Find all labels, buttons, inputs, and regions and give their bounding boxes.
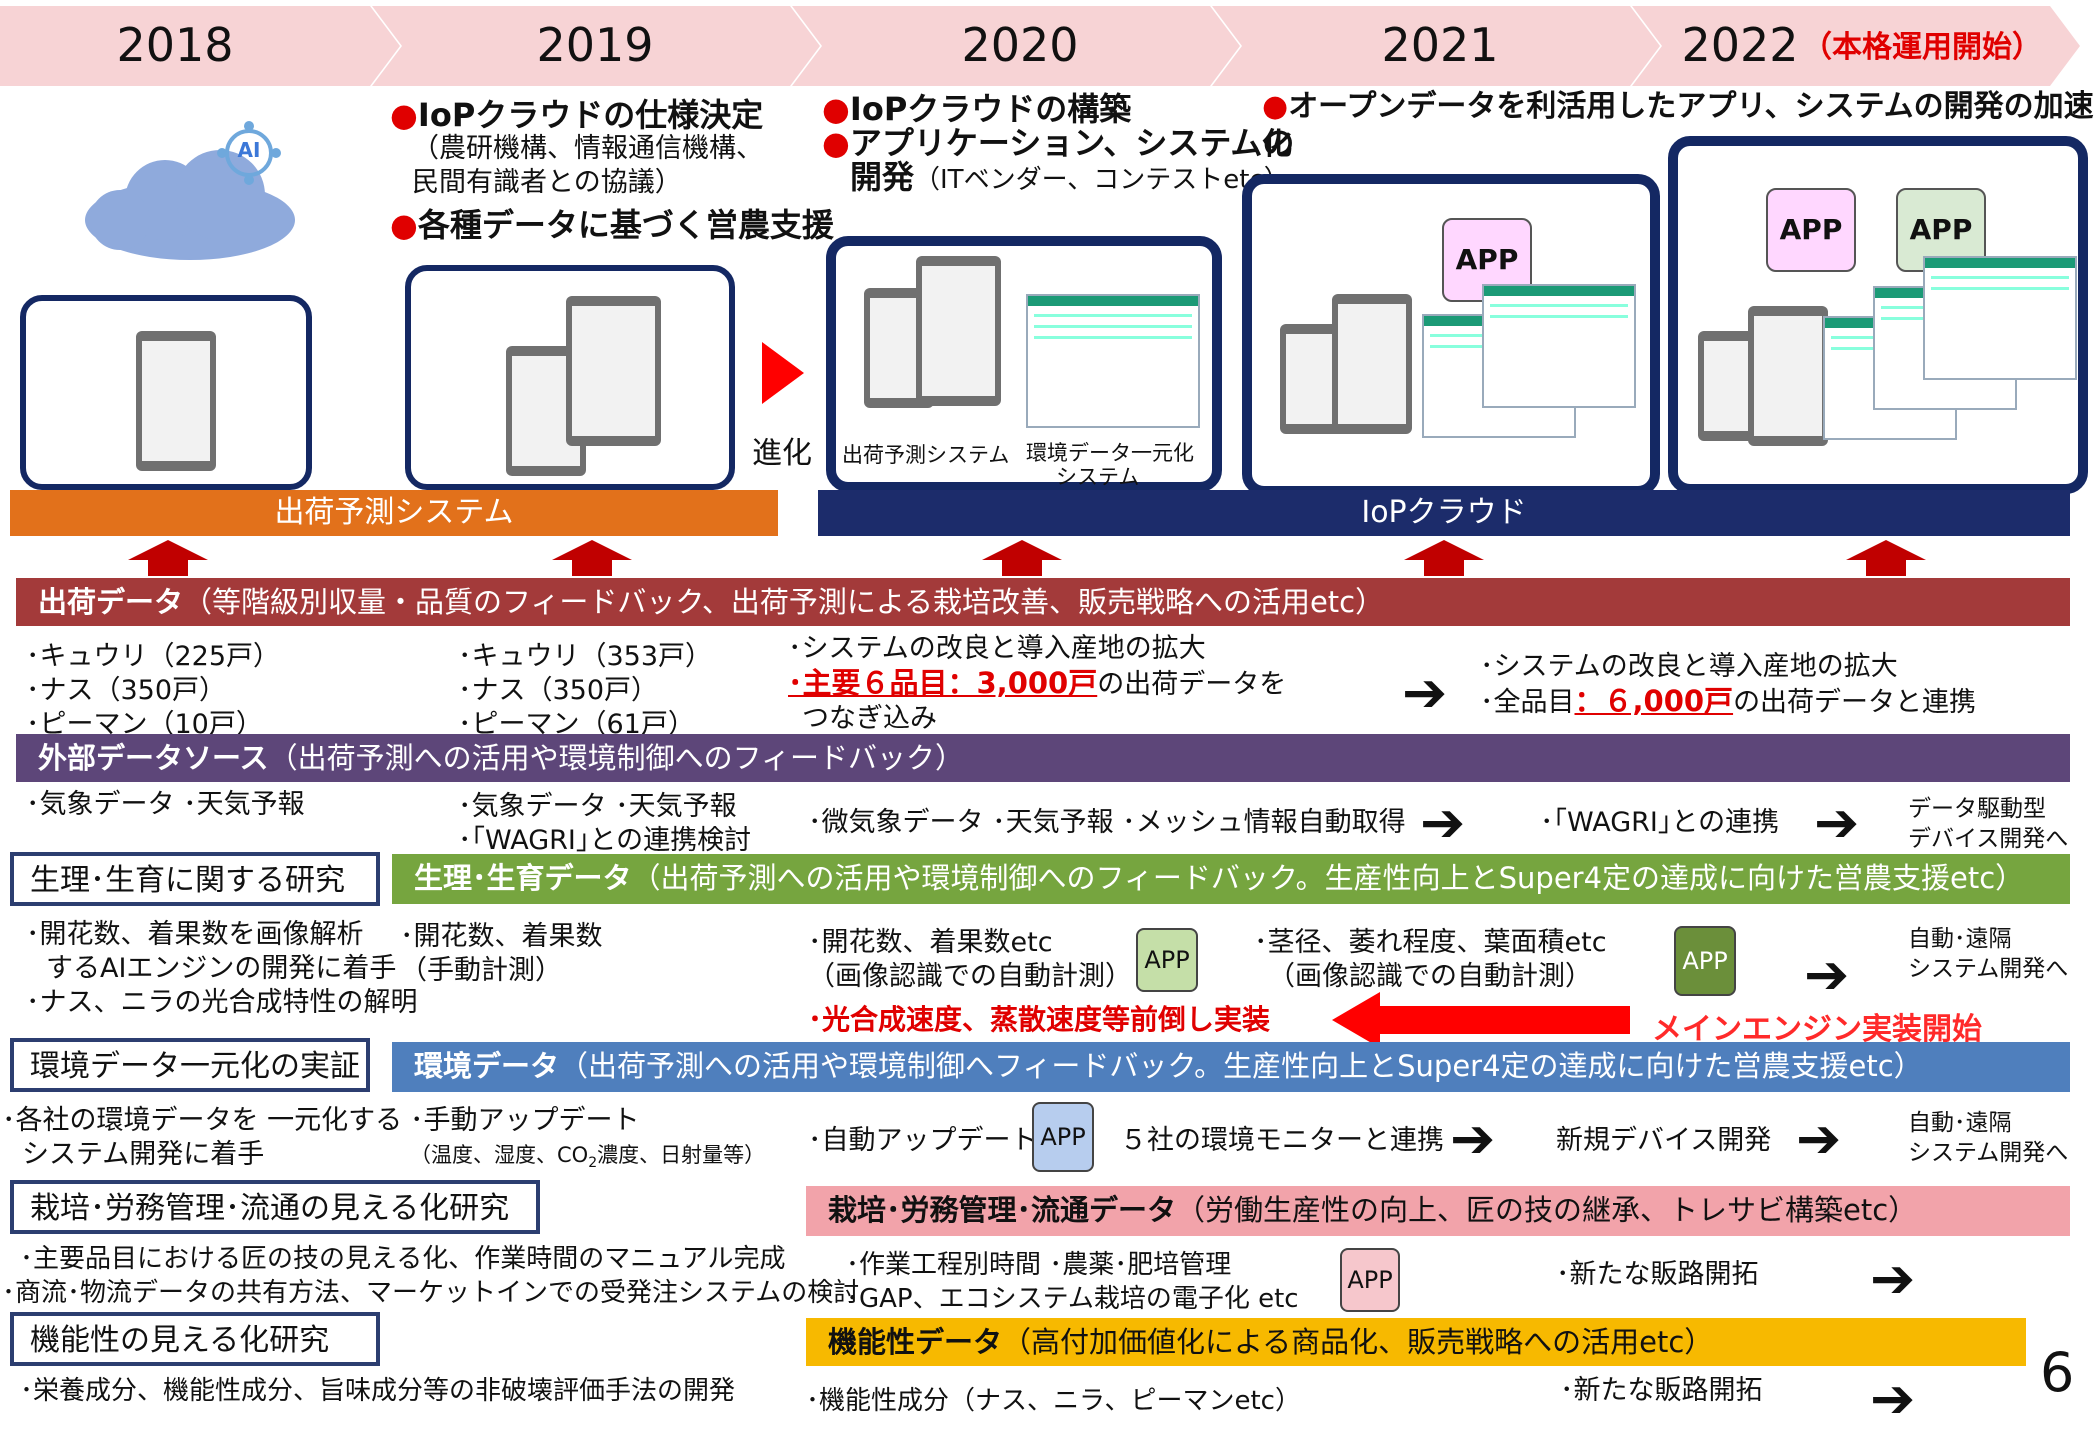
up-arrows — [128, 540, 1926, 576]
timeline-chevrons — [0, 6, 2080, 86]
evolve-label: 進化 — [752, 436, 812, 471]
environment-2020: ･自動アップデート — [808, 1125, 1038, 1156]
environment-2021: 新規デバイス開発 — [1556, 1125, 1772, 1156]
arrow-right-icon: ➔ — [1796, 1107, 1842, 1170]
milestone-2019-spec: ●IoPクラウドの仕様決定 — [390, 96, 764, 134]
section-bar-external: 外部データソース（出荷予測への活用や環境制御へのフィードバック） — [16, 734, 2070, 782]
app-icon: APP — [1032, 1102, 1094, 1172]
ai-label: AI — [237, 138, 261, 162]
research-box-physiology: 生理･生育に関する研究 — [10, 852, 380, 906]
arrow-right-icon: ➔ — [1814, 791, 1860, 854]
arrow-right-icon: ➔ — [1402, 661, 1448, 724]
phone-screenshot — [136, 331, 216, 471]
external-2018: ･気象データ ･天気予報 — [26, 789, 305, 820]
platform-bar-shipping: 出荷予測システム — [10, 490, 778, 536]
app-icon: APP — [1340, 1248, 1400, 1312]
environment-2020b: ５社の環境モニターと連携 — [1120, 1125, 1444, 1156]
page-number: 6 — [2040, 1341, 2075, 1404]
arrow-right-icon: ➔ — [1870, 1367, 1916, 1430]
external-2019: ･気象データ ･天気予報･｢WAGRI｣との連携検討 — [458, 791, 752, 856]
functional-2020: ･機能性成分（ナス、ニラ、ピーマンetc） — [806, 1386, 1301, 1416]
year-2022: 2022 — [1681, 18, 1799, 72]
environment-2019: ･手動アップデート （温度、湿度、CO2濃度、日射量等） — [410, 1105, 766, 1172]
cultivation-2020: ･作業工程別時間 ･農薬･肥培管理･GAP、エコシステム栽培の電子化 etc — [846, 1250, 1299, 1314]
arrow-right-icon: ➔ — [1804, 943, 1850, 1006]
caption-ship: 出荷予測システム — [842, 443, 1010, 467]
milestone-2019-support: ●各種データに基づく営農支援 — [390, 206, 834, 244]
physiology-2021: ･茎径、萎れ程度、葉面積etc（画像認識での自動計測） — [1254, 927, 1607, 992]
research-box-cultivation: 栽培･労務管理･流通の見える化研究 — [10, 1180, 540, 1234]
physiology-2019: ･開花数、着果数（手動計測） — [400, 921, 603, 986]
frame-2019 — [405, 265, 735, 490]
milestone-2020-build: ●IoPクラウドの構築 — [822, 90, 1132, 128]
shipping-2020: ･システムの改良と導入産地の拡大 ･主要６品目：3,000戸の出荷データを つな… — [788, 633, 1287, 734]
frame-2020: 出荷予測システム 環境データ一元化システム — [826, 236, 1222, 492]
year-2022-note: （本格運用開始） — [1802, 30, 2042, 65]
shipping-2019: ･キュウリ（353戸）･ナス（350戸）･ピーマン（61戸） — [458, 641, 713, 740]
web-screenshot — [1026, 294, 1200, 428]
app-icon: APP — [1766, 188, 1856, 272]
research-box-environment: 環境データ一元化の実証 — [10, 1038, 370, 1092]
section-bar-shipping: 出荷データ（等階級別収量・品質のフィードバック、出荷予測による栽培改善、販売戦略… — [16, 578, 2070, 626]
external-2022: データ駆動型デバイス開発へ — [1908, 796, 2069, 852]
physiology-2018: ･開花数、着果数を画像解析するAIエンジンの開発に着手･ナス、ニラの光合成特性の… — [26, 919, 418, 1018]
web-screenshot — [1482, 284, 1636, 408]
physiology-2022: 自動･遠隔システム開発へ — [1908, 926, 2069, 982]
phone-screenshot — [1332, 294, 1412, 434]
cultivation-2021: ･新たな販路開拓 — [1556, 1259, 1759, 1290]
year-2018: 2018 — [116, 18, 234, 72]
milestone-2020-dev2: 開発（ITベンダー、コンテストetc） — [850, 158, 1290, 196]
physiology-main-engine: メインエンジン実装開始 — [1652, 1012, 1982, 1047]
external-2021: ･｢WAGRI｣との連携 — [1540, 807, 1780, 838]
caption-env: 環境データ一元化システム — [1026, 441, 1194, 489]
milestone-2019-spec-sub1: （農研機構、情報通信機構、 — [412, 133, 763, 164]
app-icon: APP — [1136, 928, 1198, 992]
functional-2018: ･栄養成分、機能性成分、旨味成分等の非破壊評価手法の開発 — [20, 1376, 736, 1406]
play-arrow-icon — [762, 342, 804, 404]
frame-2021: APP — [1242, 174, 1660, 496]
physiology-2020: ･開花数、着果数etc（画像認識での自動計測） — [808, 927, 1132, 992]
section-bar-cultivation: 栽培･労務管理･流通データ（労働生産性の向上、匠の技の継承、トレサビ構築etc） — [806, 1186, 2070, 1236]
milestone-2019-spec-sub2: 民間有識者との協議） — [412, 167, 682, 198]
research-box-functional: 機能性の見える化研究 — [10, 1312, 380, 1366]
section-bar-functional: 機能性データ（高付加価値化による商品化、販売戦略への活用etc） — [806, 1318, 2026, 1366]
environment-2018: ･各社の環境データを 一元化するシステム開発に着手 — [2, 1105, 403, 1170]
frame-2022: APP APP — [1668, 136, 2088, 494]
arrow-right-icon: ➔ — [1420, 791, 1466, 854]
shipping-2021: ･システムの改良と導入産地の拡大 ･全品目：６,000戸の出荷データと連携 — [1480, 651, 1977, 718]
phone-screenshot — [916, 256, 1001, 406]
arrow-right-icon: ➔ — [1870, 1247, 1916, 1310]
app-icon: APP — [1674, 926, 1736, 996]
ai-icon — [217, 121, 281, 185]
functional-2021: ･新たな販路開拓 — [1560, 1375, 1763, 1406]
phone-screenshot — [1748, 306, 1828, 446]
platform-bar-iop: IoPクラウド — [818, 490, 2070, 536]
cultivation-2018: ･主要品目における匠の技の見える化、作業時間のマニュアル完成･商流･物流データの… — [2, 1244, 860, 1308]
shipping-2018: ･キュウリ（225戸）･ナス（350戸）･ピーマン（10戸） — [26, 641, 281, 740]
phone-screenshot — [566, 296, 661, 446]
web-screenshot — [1923, 256, 2077, 380]
milestone-2020-dev: ●アプリケーション、システムの — [822, 124, 1295, 162]
big-left-arrow-icon — [1332, 992, 1630, 1048]
arrow-right-icon: ➔ — [1450, 1107, 1496, 1170]
section-bar-physiology: 生理･生育データ（出荷予測への活用や環境制御へのフィードバック。生産性向上とSu… — [392, 854, 2070, 904]
year-2020: 2020 — [961, 18, 1079, 72]
year-2019: 2019 — [536, 18, 654, 72]
year-2021: 2021 — [1381, 18, 1499, 72]
milestone-2021-open: ●オープンデータを利活用したアプリ、システムの開発の加速化 — [1262, 89, 2094, 162]
physiology-red-note: ･光合成速度、蒸散速度等前倒し実装 — [808, 1003, 1271, 1036]
frame-2018 — [20, 295, 312, 490]
section-bar-environment: 環境データ（出荷予測への活用や環境制御へフィードバック。生産性向上とSuper4… — [392, 1042, 2070, 1092]
external-2020: ･微気象データ ･天気予報 ･メッシュ情報自動取得 — [808, 807, 1406, 838]
environment-2022: 自動･遠隔システム開発へ — [1908, 1110, 2069, 1166]
